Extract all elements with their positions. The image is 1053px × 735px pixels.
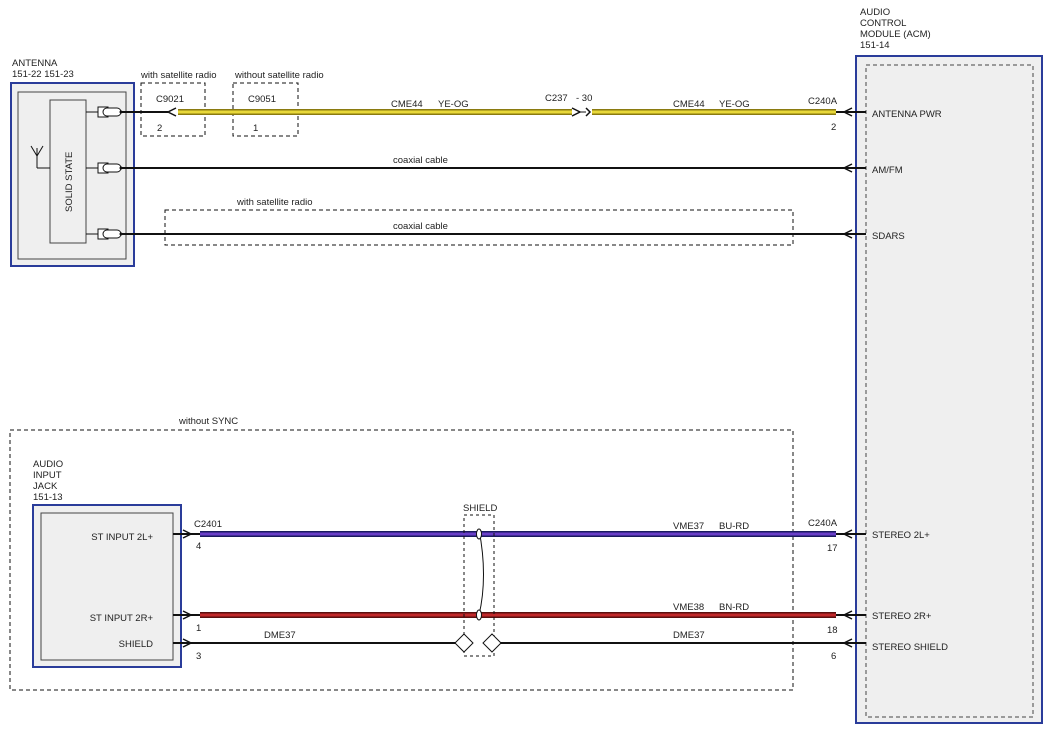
acm-pin-stereo-2l: STEREO 2L+ [872,530,930,541]
acm-2r-arrow-icon [842,610,853,620]
c240a-top-pin: 2 [831,122,836,133]
c2401-label: C2401 [194,519,222,530]
c9051-pin: 1 [253,123,258,134]
cme44-left-color: YE-OG [438,99,469,110]
c237-label: C237 [545,93,568,104]
jack-title-line3: JACK [33,481,58,492]
c240a-bottom-label: C240A [808,518,838,529]
c2401-shield-arrow-icon [182,638,193,648]
amfm-arrow-icon [842,163,853,173]
cme44-left-name: CME44 [391,99,423,110]
with-sat-label-2: with satellite radio [236,197,313,208]
c2401-pin-shield: 3 [196,651,201,662]
acm-shield-arrow-icon [842,638,853,648]
jack-title-line2: INPUT [33,470,62,481]
coax2-label: coaxial cable [393,221,448,232]
solid-state-block [49,99,87,244]
dme37-left-name: DME37 [264,630,296,641]
antenna-refs: 151-22 151-23 [12,69,74,80]
shield-label: SHIELD [463,503,497,514]
c2401-pin-2l: 4 [196,541,201,552]
acm-title-line3: MODULE (ACM) [860,29,931,40]
cme44-right-name: CME44 [673,99,705,110]
shield-diamond-right-icon [482,633,502,653]
shield-drain-line [478,529,484,616]
c237-arrow-left-icon [571,107,582,117]
acm-pin-antenna-pwr: ANTENNA PWR [872,109,942,120]
antenna-connector-3 [86,228,123,240]
acm-pin-stereo-shield: STEREO SHIELD [872,642,948,653]
jack-title-line4: 151-13 [33,492,63,503]
c240a-pin-2l: 17 [827,543,838,554]
acm-pin-amfm: AM/FM [872,165,903,176]
vme37-name: VME37 [673,521,704,532]
vme38-name: VME38 [673,602,704,613]
shield-outline [463,514,495,657]
acm-pwr-arrow-icon [842,107,853,117]
acm-2l-arrow-icon [842,529,853,539]
jack-title-line1: AUDIO [33,459,63,470]
c240a-pin-2r: 18 [827,625,838,636]
vme37-color: BU-RD [719,521,749,532]
acm-pin-stereo-2r: STEREO 2R+ [872,611,932,622]
without-sync-outline [9,429,794,691]
shield-splice-2l-icon [476,528,482,540]
cme44-right-color: YE-OG [719,99,750,110]
c2401-pin-2r: 1 [196,623,201,634]
sdars-option-outline [164,209,794,246]
c9051-label: C9051 [248,94,276,105]
c9021-label: C9021 [156,94,184,105]
coax1-label: coaxial cable [393,155,448,166]
vme38-color: BN-RD [719,602,749,613]
jack-pin-st-2r: ST INPUT 2R+ [90,613,154,624]
jack-pin-st-2l: ST INPUT 2L+ [91,532,153,543]
antenna-connector-2 [86,162,123,174]
c9021-arrow-icon [166,107,177,117]
antenna-icon [30,145,50,169]
audio-input-jack-panel [40,512,174,661]
acm-module [855,55,1043,724]
antenna-connector-1 [86,106,123,118]
c237-pin: - 30 [576,93,592,104]
without-sat-label: without satellite radio [234,70,324,81]
solid-state-label: SOLID STATE [64,152,75,212]
c237-arrow-right-icon [585,107,592,117]
acm-title-line1: AUDIO [860,7,890,18]
c240a-top-label: C240A [808,96,838,107]
acm-pin-sdars: SDARS [872,231,905,242]
acm-title-line2: CONTROL [860,18,906,29]
with-sat-label: with satellite radio [140,70,217,81]
jack-pin-shield: SHIELD [119,639,153,650]
sdars-arrow-icon [842,229,853,239]
c2401-2l-arrow-icon [182,529,193,539]
c9021-outline [140,82,206,137]
antenna-title: ANTENNA [12,58,58,69]
acm-title-line4: 151-14 [860,40,890,51]
c9021-pin: 2 [157,123,162,134]
without-sync-label: without SYNC [178,416,238,427]
dme37-right-name: DME37 [673,630,705,641]
c2401-2r-arrow-icon [182,610,193,620]
shield-diamond-left-icon [454,633,474,653]
acm-inner-outline [865,64,1034,718]
c240a-pin-shield: 6 [831,651,836,662]
shield-splice-2r-icon [476,609,482,621]
